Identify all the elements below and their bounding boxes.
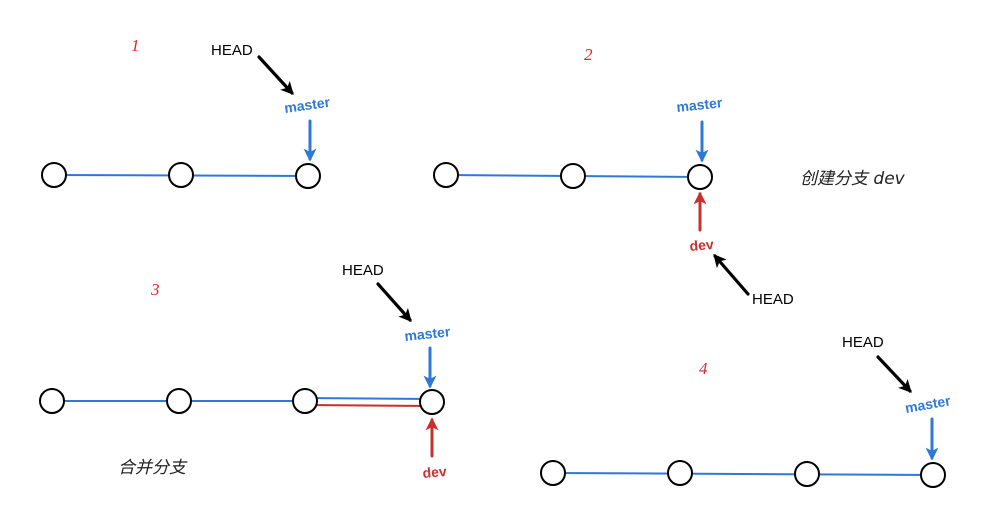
head-label: HEAD	[752, 291, 794, 308]
commit-node	[687, 164, 713, 190]
master-label: master	[283, 94, 331, 116]
create-branch-caption: 创建分支 dev	[800, 169, 906, 189]
step-number: 2	[584, 45, 593, 64]
commit-node	[419, 389, 445, 415]
step-number: 4	[699, 359, 708, 378]
master-label: master	[404, 323, 452, 344]
head-pointer-arrow	[257, 55, 294, 95]
master-merged-line	[304, 397, 433, 400]
panel-4: 4 HEAD master	[540, 334, 953, 488]
merge-branch-caption: 合并分支	[118, 458, 188, 478]
branch-line	[552, 472, 934, 476]
commit-node	[433, 162, 459, 188]
panel-2: 2 master 创建分支 dev dev HEAD	[433, 45, 906, 308]
commit-node	[920, 462, 946, 488]
commit-node	[667, 460, 693, 486]
commit-node	[41, 162, 67, 188]
master-label: master	[904, 392, 953, 416]
dev-branch-line	[304, 404, 433, 407]
step-number: 1	[131, 36, 140, 55]
commit-node	[560, 163, 586, 189]
master-label: master	[676, 94, 724, 115]
head-label: HEAD	[342, 262, 384, 279]
head-label: HEAD	[211, 42, 253, 59]
commit-node	[166, 388, 192, 414]
dev-label: dev	[422, 463, 448, 481]
commit-node	[168, 162, 194, 188]
commit-node	[292, 388, 318, 414]
head-pointer-arrow	[376, 282, 412, 322]
commit-node	[540, 460, 566, 486]
head-label: HEAD	[842, 334, 884, 351]
commit-node	[295, 163, 321, 189]
head-pointer-arrow	[876, 355, 912, 393]
dev-label: dev	[689, 236, 715, 254]
step-number: 3	[150, 280, 160, 299]
panel-3: 3 HEAD master dev 合并分支	[39, 262, 452, 481]
head-pointer-arrow	[713, 254, 750, 296]
commit-node	[794, 461, 820, 487]
commit-node	[39, 388, 65, 414]
panel-1: 1 HEAD master	[41, 36, 331, 189]
